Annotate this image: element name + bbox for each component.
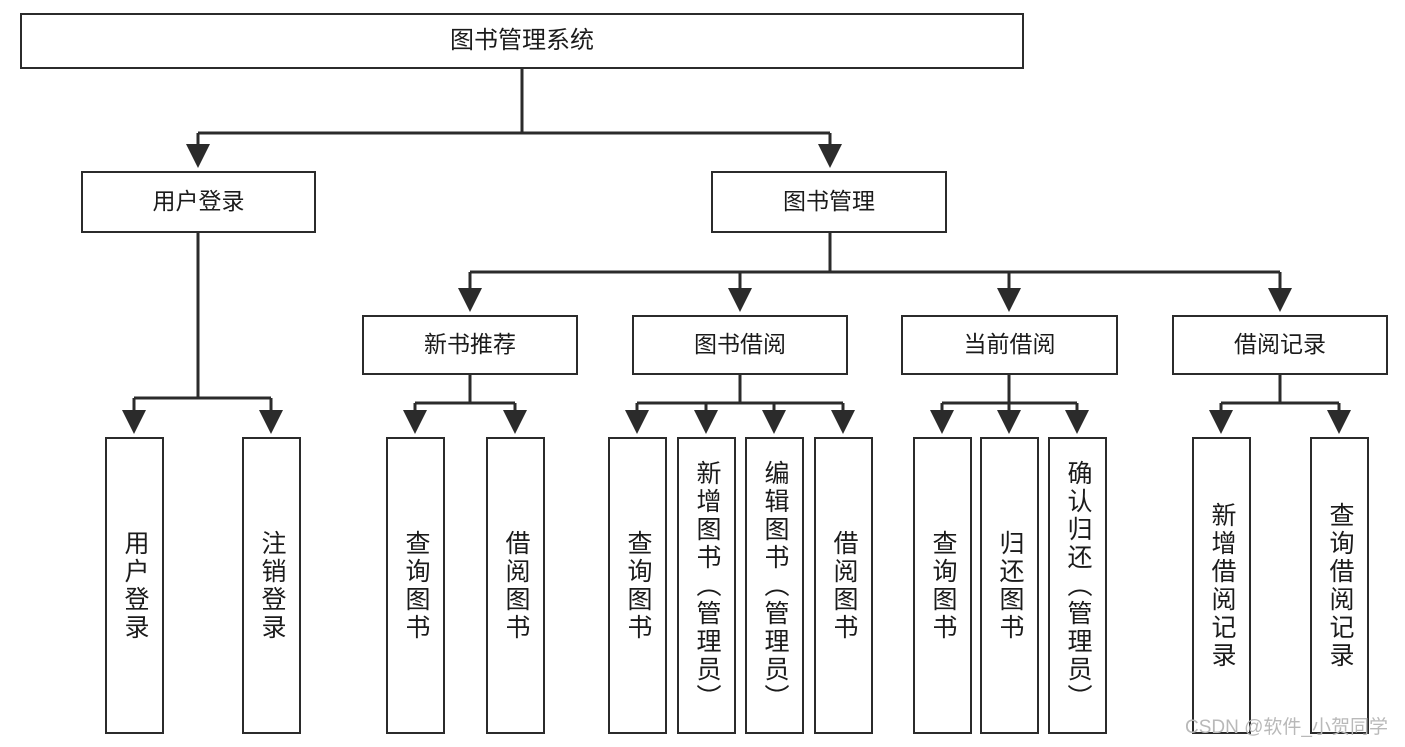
node-label: 查询借阅记录 [1326,501,1354,670]
leaf-add-book[interactable]: 新增图书（管理员） [677,437,736,734]
node-label: 用户登录 [121,529,149,642]
node-label: 查询图书 [624,529,652,642]
node-label: 新增图书（管理员） [693,459,721,712]
leaf-return-book[interactable]: 归还图书 [980,437,1039,734]
node-root-system[interactable]: 图书管理系统 [20,13,1024,69]
leaf-confirm-return[interactable]: 确认归还（管理员） [1048,437,1107,734]
leaf-logout-login[interactable]: 注销登录 [242,437,301,734]
node-label: 当前借阅 [963,331,1056,358]
node-label: 新增借阅记录 [1208,501,1236,670]
node-label: 借阅图书 [830,529,858,642]
node-label: 归还图书 [996,529,1024,642]
node-book-borrow[interactable]: 图书借阅 [632,315,848,375]
node-label: 借阅记录 [1234,331,1326,358]
node-label: 图书借阅 [694,331,786,358]
node-label: 注销登录 [258,529,286,642]
node-book-management[interactable]: 图书管理 [711,171,947,233]
watermark: CSDN @软件_小贺同学 [1185,717,1388,738]
leaf-borrow-book-1[interactable]: 借阅图书 [486,437,545,734]
node-label: 查询图书 [929,529,957,642]
node-label: 确认归还（管理员） [1064,459,1092,712]
node-label: 图书管理系统 [450,26,594,54]
leaf-user-login[interactable]: 用户登录 [105,437,164,734]
node-current-borrow[interactable]: 当前借阅 [901,315,1118,375]
node-new-book-recommend[interactable]: 新书推荐 [362,315,578,375]
leaf-query-borrow-record[interactable]: 查询借阅记录 [1310,437,1369,734]
leaf-query-book-2[interactable]: 查询图书 [608,437,667,734]
node-label: 图书管理 [783,188,875,215]
node-label: 查询图书 [402,529,430,642]
node-label: 用户登录 [152,188,245,215]
leaf-query-book-1[interactable]: 查询图书 [386,437,445,734]
leaf-add-borrow-record[interactable]: 新增借阅记录 [1192,437,1251,734]
leaf-query-book-3[interactable]: 查询图书 [913,437,972,734]
node-label: 借阅图书 [502,529,530,642]
leaf-borrow-book-2[interactable]: 借阅图书 [814,437,873,734]
node-label: 编辑图书（管理员） [761,459,789,712]
leaf-edit-book[interactable]: 编辑图书（管理员） [745,437,804,734]
node-label: 新书推荐 [424,331,516,358]
node-user-login[interactable]: 用户登录 [81,171,316,233]
node-borrow-record[interactable]: 借阅记录 [1172,315,1388,375]
